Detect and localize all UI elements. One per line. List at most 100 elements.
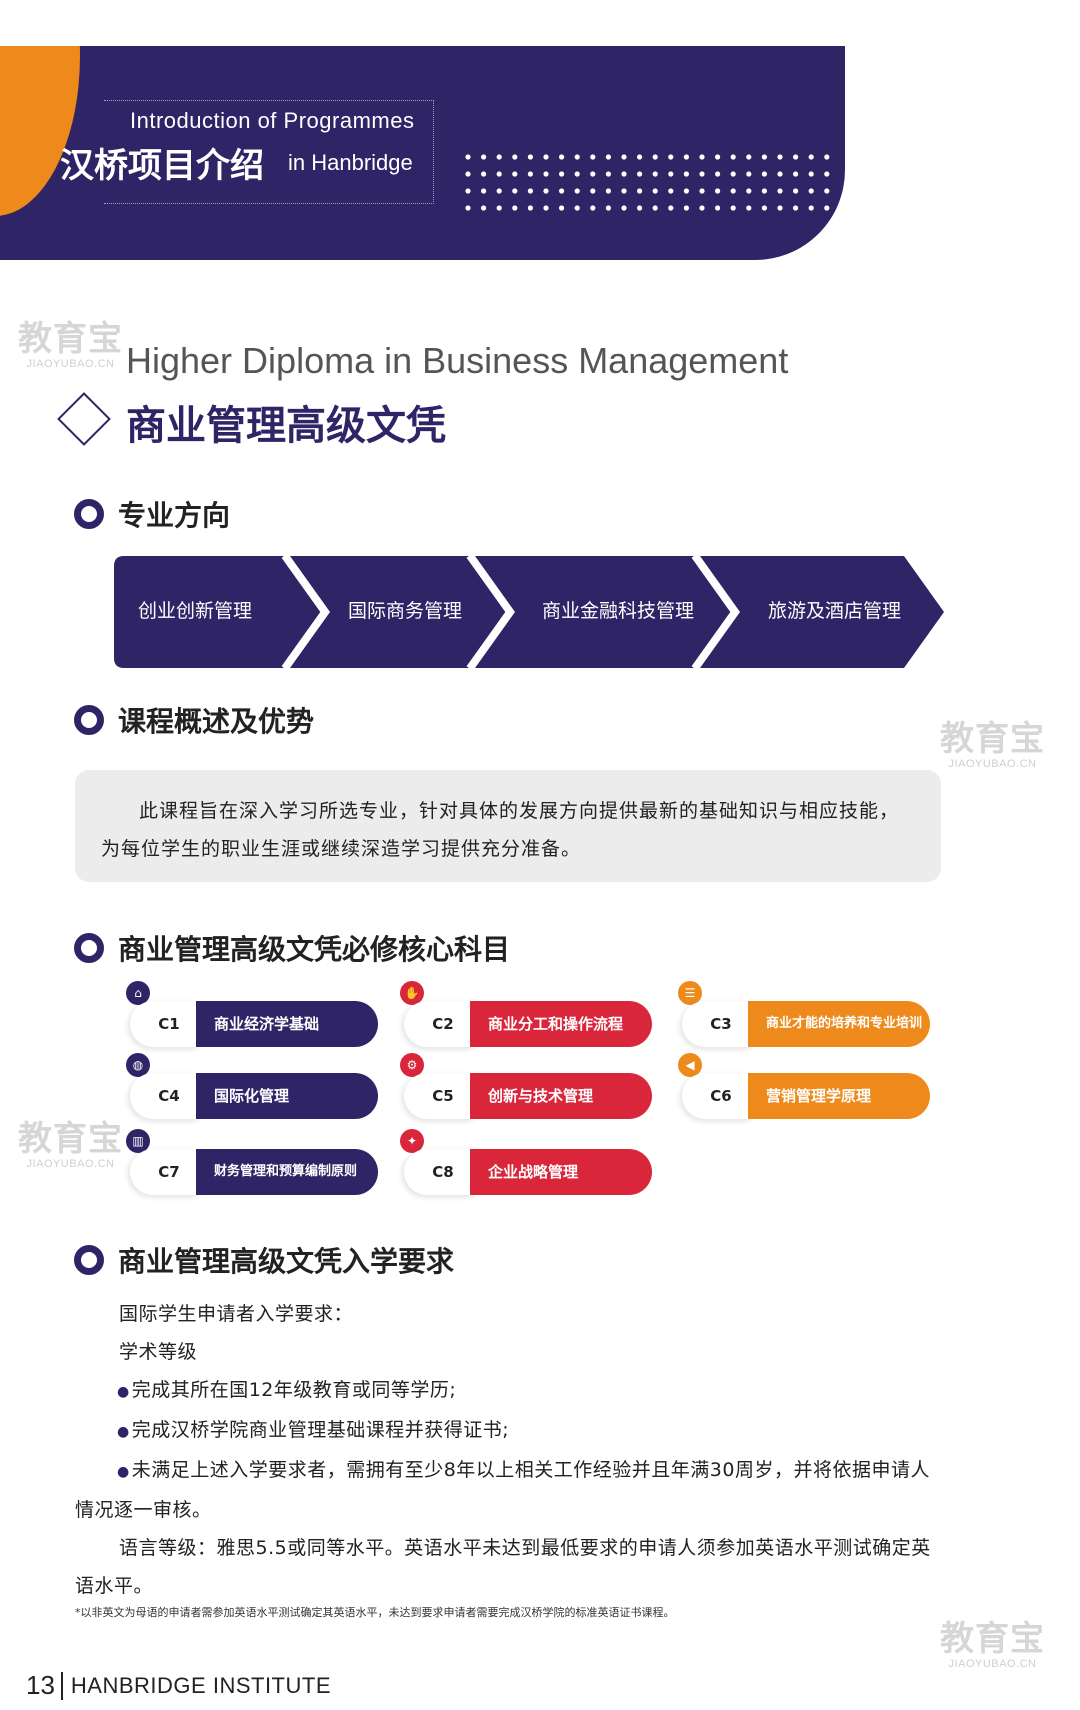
decor-dot [699,188,705,194]
decor-dot [512,205,518,211]
decor-dot [808,171,814,177]
decor-dot [652,171,658,177]
course-c5: ⚙ C5 创新与技术管理 [400,1053,652,1119]
decor-dot [824,154,830,160]
decor-dot [481,205,487,211]
decor-dot [574,171,580,177]
decor-dot [683,154,689,160]
chevron-shapes [114,554,944,670]
decor-dot [621,205,627,211]
decor-dot [761,205,767,211]
decor-dot [824,205,830,211]
major-international-business: 国际商务管理 [348,600,463,622]
requirement-bullet: 完成汉桥学院商业管理基础课程并获得证书; [75,1411,945,1451]
footnote: *以非英文为母语的申请者需参加英语水平测试确定其英语水平，未达到要求申请者需要完… [75,1606,675,1619]
decor-dot [637,154,643,160]
decor-dot [590,205,596,211]
decor-dot [637,205,643,211]
decor-dot [746,171,752,177]
decor-dot [793,154,799,160]
decor-dot [746,154,752,160]
decor-dot [590,154,596,160]
language-requirement: 语言等级：雅思5.5或同等水平。英语水平未达到最低要求的申请人须参加英语水平测试… [75,1537,931,1597]
decor-dot [512,154,518,160]
decor-dot [777,188,783,194]
decor-dot [543,154,549,160]
decor-dot [699,171,705,177]
section-heading-majors: 专业方向 [74,494,230,534]
decor-dot [761,154,767,160]
course-c3: ☰ C3 商业才能的培养和专业培训 [678,981,930,1047]
decor-dot [699,154,705,160]
requirement-bullet: 完成其所在国12年级教育或同等学历; [75,1371,945,1411]
decor-dot [465,171,471,177]
decor-dot [605,205,611,211]
decor-dot [715,188,721,194]
decor-dot [527,188,533,194]
decor-dot [730,154,736,160]
intro-english-line1: Introduction of Programmes [130,108,415,133]
course-c6: ◀ C6 营销管理学原理 [678,1053,930,1119]
decor-dot [824,171,830,177]
decor-dot [808,188,814,194]
decor-dot [715,171,721,177]
decor-dot [777,154,783,160]
handshake-icon: ✋ [400,981,424,1005]
decor-dot [683,188,689,194]
decor-dot [715,205,721,211]
decor-dot [590,171,596,177]
dot-pattern [465,154,830,211]
course-c8: ✦ C8 企业战略管理 [400,1129,652,1195]
page-number: 13 [26,1670,55,1700]
decor-dot [730,205,736,211]
decor-dot [496,171,502,177]
ring-bullet-icon [74,705,104,735]
decor-dot [621,171,627,177]
decor-dot [527,205,533,211]
decor-dot [621,188,627,194]
major-tourism-hotel: 旅游及酒店管理 [768,600,902,622]
page-footer: 13 HANBRIDGE INSTITUTE [26,1670,331,1701]
orange-accent-shape [0,46,80,216]
section-heading-core-courses: 商业管理高级文凭必修核心科目 [74,928,510,968]
decor-dot [496,205,502,211]
decor-dot [574,154,580,160]
decor-dot [793,171,799,177]
decor-dot [683,205,689,211]
diamond-icon [57,392,111,446]
decor-dot [559,205,565,211]
course-c7: ▥ C7 财务管理和预算编制原则 [126,1129,378,1195]
course-c2: ✋ C2 商业分工和操作流程 [400,981,652,1047]
decor-dot [668,171,674,177]
decor-dot [527,154,533,160]
institute-name: HANBRIDGE INSTITUTE [70,1672,331,1698]
decor-dot [808,205,814,211]
majors-chevron-row: 创业创新管理 国际商务管理 商业金融科技管理 旅游及酒店管理 [114,554,944,670]
decor-dot [512,171,518,177]
decor-dot [652,205,658,211]
requirements-text: 国际学生申请者入学要求： 学术等级 完成其所在国12年级教育或同等学历; 完成汉… [75,1295,945,1605]
programme-title-english: Higher Diploma in Business Management [126,340,789,381]
section-heading-overview: 课程概述及优势 [74,700,314,740]
decor-dot [481,171,487,177]
decor-dot [543,205,549,211]
decor-dot [543,188,549,194]
course-c1: ⌂ C1 商业经济学基础 [126,981,378,1047]
decor-dot [605,188,611,194]
programme-title-chinese: 商业管理高级文凭 [126,403,446,449]
decor-dot [481,188,487,194]
decor-dot [465,205,471,211]
decor-dot [465,154,471,160]
decor-dot [543,171,549,177]
decor-dot [824,188,830,194]
section-heading-requirements: 商业管理高级文凭入学要求 [74,1240,454,1280]
decor-dot [605,171,611,177]
decor-dot [637,188,643,194]
major-entrepreneurship: 创业创新管理 [138,600,253,622]
ring-bullet-icon [74,1245,104,1275]
intro-frame [104,100,434,204]
course-c4: ◍ C4 国际化管理 [126,1053,378,1119]
